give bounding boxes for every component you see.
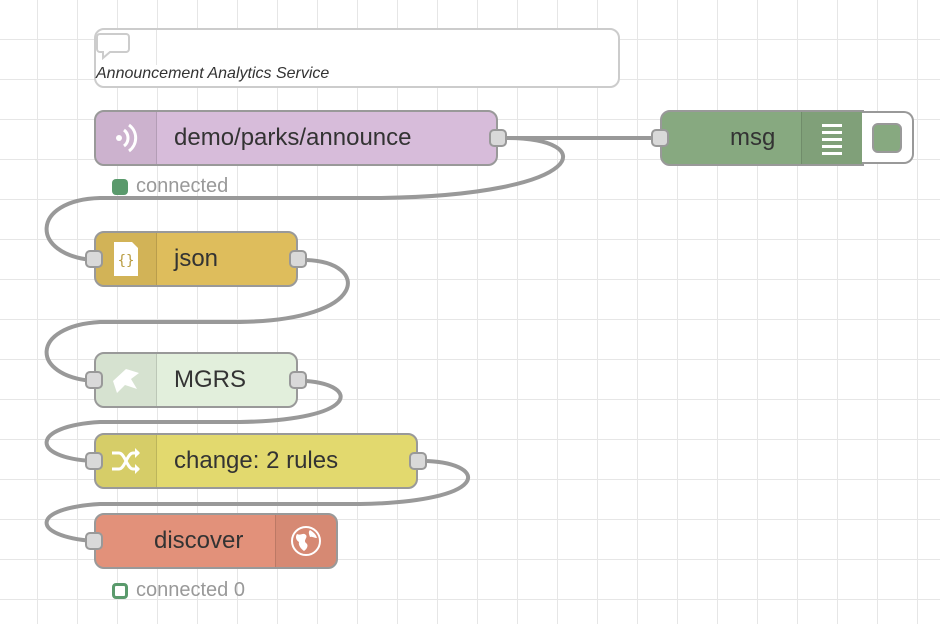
mgrs-output-port[interactable] <box>289 371 307 389</box>
speech-bubble-icon <box>96 33 130 61</box>
discover-label: discover <box>154 527 244 554</box>
discover-status: connected 0 <box>112 579 245 602</box>
json-node[interactable]: {} json <box>85 231 307 287</box>
mqtt-in-output-port[interactable] <box>489 129 507 147</box>
comment-node[interactable]: Announcement Analytics Service <box>94 28 620 88</box>
debug-toggle-indicator <box>872 122 902 153</box>
debug-icon-area <box>801 112 862 164</box>
debug-node[interactable]: msg <box>651 110 864 166</box>
change-icon-area <box>96 435 157 487</box>
comment-label: Announcement Analytics Service <box>96 65 330 82</box>
wire-change-to-discover <box>44 459 470 543</box>
discover-node[interactable]: discover <box>85 513 338 569</box>
discover-icon-area <box>275 515 336 567</box>
braces-file-icon: {} <box>114 242 138 276</box>
mgrs-icon-area <box>96 354 157 406</box>
discover-status-text: connected 0 <box>136 579 245 601</box>
json-label: json <box>174 245 219 272</box>
status-dot <box>112 178 128 195</box>
json-output-port[interactable] <box>289 250 307 268</box>
debug-input-port[interactable] <box>651 129 669 147</box>
change-input-port[interactable] <box>85 452 103 470</box>
list-lines-icon <box>822 124 842 155</box>
comment-icon-area <box>96 30 157 65</box>
mgrs-node[interactable]: MGRS <box>85 352 307 408</box>
shuffle-icon <box>112 448 140 474</box>
discover-input-port[interactable] <box>85 532 103 550</box>
json-icon-area: {} <box>96 233 157 285</box>
globe-icon <box>291 526 321 556</box>
change-node[interactable]: change: 2 rules <box>85 433 427 489</box>
mqtt-icon-area <box>96 112 157 164</box>
svg-text:{}: {} <box>118 253 135 269</box>
mqtt-in-status-text: connected <box>136 175 229 197</box>
json-input-port[interactable] <box>85 250 103 268</box>
signal-waves-icon <box>116 123 138 153</box>
mqtt-in-label: demo/parks/announce <box>174 124 412 151</box>
map-arrow-icon <box>113 369 139 393</box>
change-label: change: 2 rules <box>174 447 339 474</box>
change-output-port[interactable] <box>409 452 427 470</box>
wire-mqtt-to-json <box>44 136 565 262</box>
debug-label: msg <box>730 124 776 151</box>
status-ring <box>112 582 128 599</box>
wire-mgrs-to-change <box>44 379 343 463</box>
mgrs-label: MGRS <box>174 366 246 393</box>
wire-json-to-mgrs <box>44 258 350 383</box>
mqtt-in-status: connected <box>112 175 228 198</box>
mgrs-input-port[interactable] <box>85 371 103 389</box>
debug-toggle-button[interactable] <box>862 111 914 164</box>
mqtt-in-node[interactable]: demo/parks/announce <box>94 110 507 166</box>
